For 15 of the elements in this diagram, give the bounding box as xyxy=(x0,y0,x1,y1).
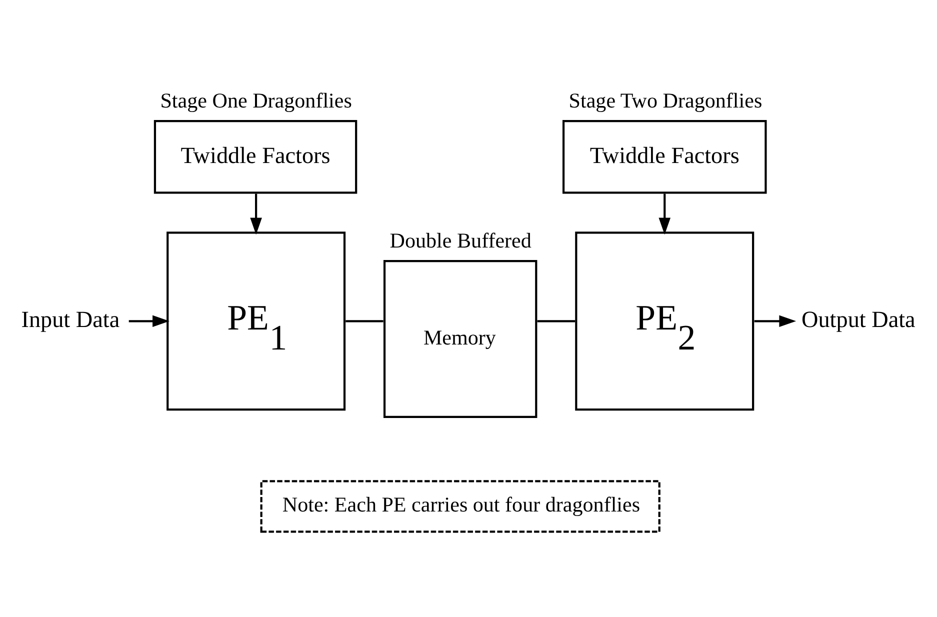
node-box: Twiddle Factors xyxy=(154,120,358,194)
node-label: Stage One Dragonflies xyxy=(160,88,352,112)
node-label: Stage Two Dragonflies xyxy=(568,88,762,112)
arrow xyxy=(658,194,671,235)
connector xyxy=(537,320,576,322)
connector xyxy=(346,320,384,322)
node-box: Memory xyxy=(383,260,538,418)
node-box: Note: Each PE carries out four dragonflies xyxy=(260,480,660,533)
node-label: Double Buffered xyxy=(390,228,532,252)
node-text: Output Data xyxy=(802,307,916,334)
arrow xyxy=(250,194,262,235)
node-text: Input Data xyxy=(21,307,120,334)
node-box: Twiddle Factors xyxy=(562,120,767,194)
arrow xyxy=(128,315,170,328)
arrow xyxy=(754,315,796,328)
